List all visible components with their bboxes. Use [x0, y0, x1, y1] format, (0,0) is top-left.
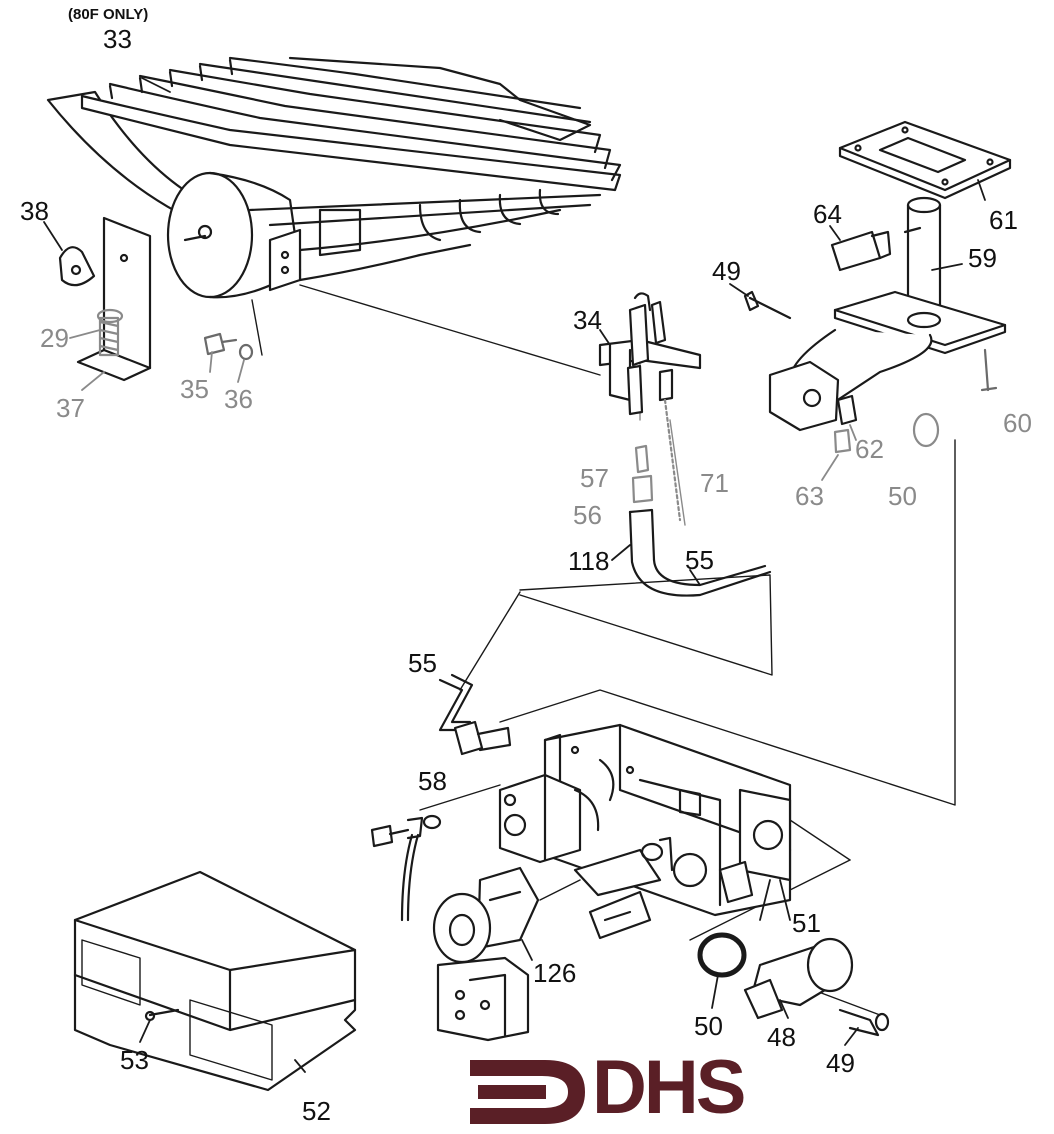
burner-assembly [46, 56, 622, 299]
mounting-bracket [58, 216, 152, 382]
callout-71: 71 [700, 468, 729, 498]
piezo-rod [573, 836, 674, 940]
wire-knob [370, 814, 442, 922]
callout-48: 48 [767, 1022, 796, 1052]
callout-37: 37 [56, 393, 85, 423]
leader-lines [43, 77, 986, 1073]
callout-56: 56 [573, 500, 602, 530]
callout-33: 33 [103, 24, 132, 54]
callout-64: 64 [813, 199, 842, 229]
callout-60: 60 [1003, 408, 1032, 438]
callout-29: 29 [40, 323, 69, 353]
pilot-assembly [598, 292, 702, 416]
callout-63: 63 [795, 481, 824, 511]
callout-53: 53 [120, 1045, 149, 1075]
callout-38: 38 [20, 196, 49, 226]
thermocouple-upper [628, 398, 772, 597]
model-note: (80F ONLY) [68, 6, 149, 23]
callout-62: 62 [855, 434, 884, 464]
callout-55-lower: 55 [408, 648, 437, 678]
callout-118: 118 [568, 546, 610, 576]
callout-59: 59 [968, 243, 997, 273]
callout-55-upper: 55 [685, 545, 714, 575]
callout-36: 36 [224, 384, 253, 414]
callout-61: 61 [989, 205, 1018, 235]
callout-57: 57 [580, 463, 609, 493]
dhs-logo-arrow [470, 1060, 585, 1124]
callout-51: 51 [792, 908, 821, 938]
callout-50-lower: 50 [694, 1011, 723, 1041]
gas-inlet-fitting [438, 673, 512, 756]
gas-valve [543, 723, 792, 917]
dhs-logo-text: DHS [592, 1045, 746, 1130]
magnet-unit [498, 773, 600, 864]
callout-52: 52 [302, 1096, 331, 1126]
callout-126: 126 [533, 958, 577, 988]
callout-58: 58 [418, 766, 447, 796]
solenoid [432, 866, 540, 1042]
callout-49-lower: 49 [826, 1048, 855, 1078]
callout-50-upper: 50 [888, 481, 917, 511]
manifold-assembly [743, 120, 1012, 454]
control-box [73, 870, 357, 1092]
callout-35: 35 [180, 374, 209, 404]
screw-washer [203, 332, 254, 361]
lower-fittings [697, 932, 890, 1037]
callout-49-upper: 49 [712, 256, 741, 286]
callout-34: 34 [573, 305, 602, 335]
